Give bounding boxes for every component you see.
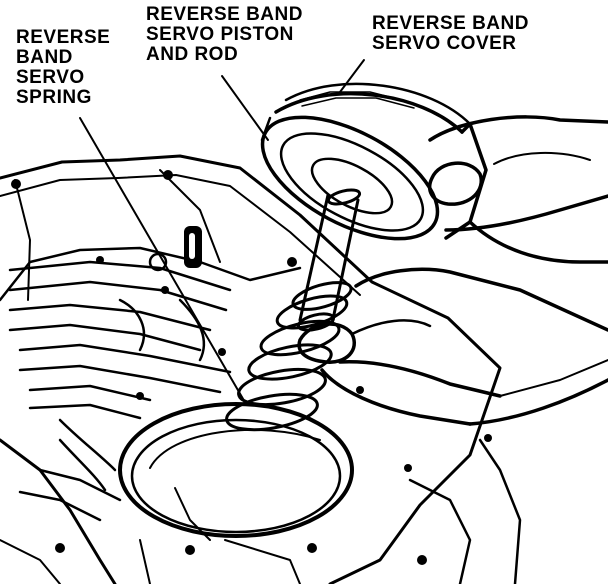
- transmission-case: [0, 154, 522, 584]
- detent-clip: [148, 226, 202, 272]
- servo-cover: [260, 82, 488, 241]
- callout-reverse-band-servo-spring: REVERSE BAND SERVO SPRING: [16, 27, 111, 108]
- upper-hand: [427, 115, 608, 264]
- leader-piston: [221, 75, 269, 141]
- leader-spring: [79, 117, 247, 405]
- servo-spring: [225, 281, 353, 432]
- valve-body-channels: [8, 260, 232, 522]
- leader-cover: [339, 59, 365, 93]
- leader-lines: [79, 59, 365, 405]
- servo-bore: [118, 402, 354, 541]
- callout-reverse-band-servo-piston-and-rod: REVERSE BAND SERVO PISTON AND ROD: [146, 4, 303, 65]
- lower-hand: [297, 267, 608, 426]
- callout-reverse-band-servo-cover: REVERSE BAND SERVO COVER: [372, 13, 529, 54]
- case-bolts: [11, 170, 492, 565]
